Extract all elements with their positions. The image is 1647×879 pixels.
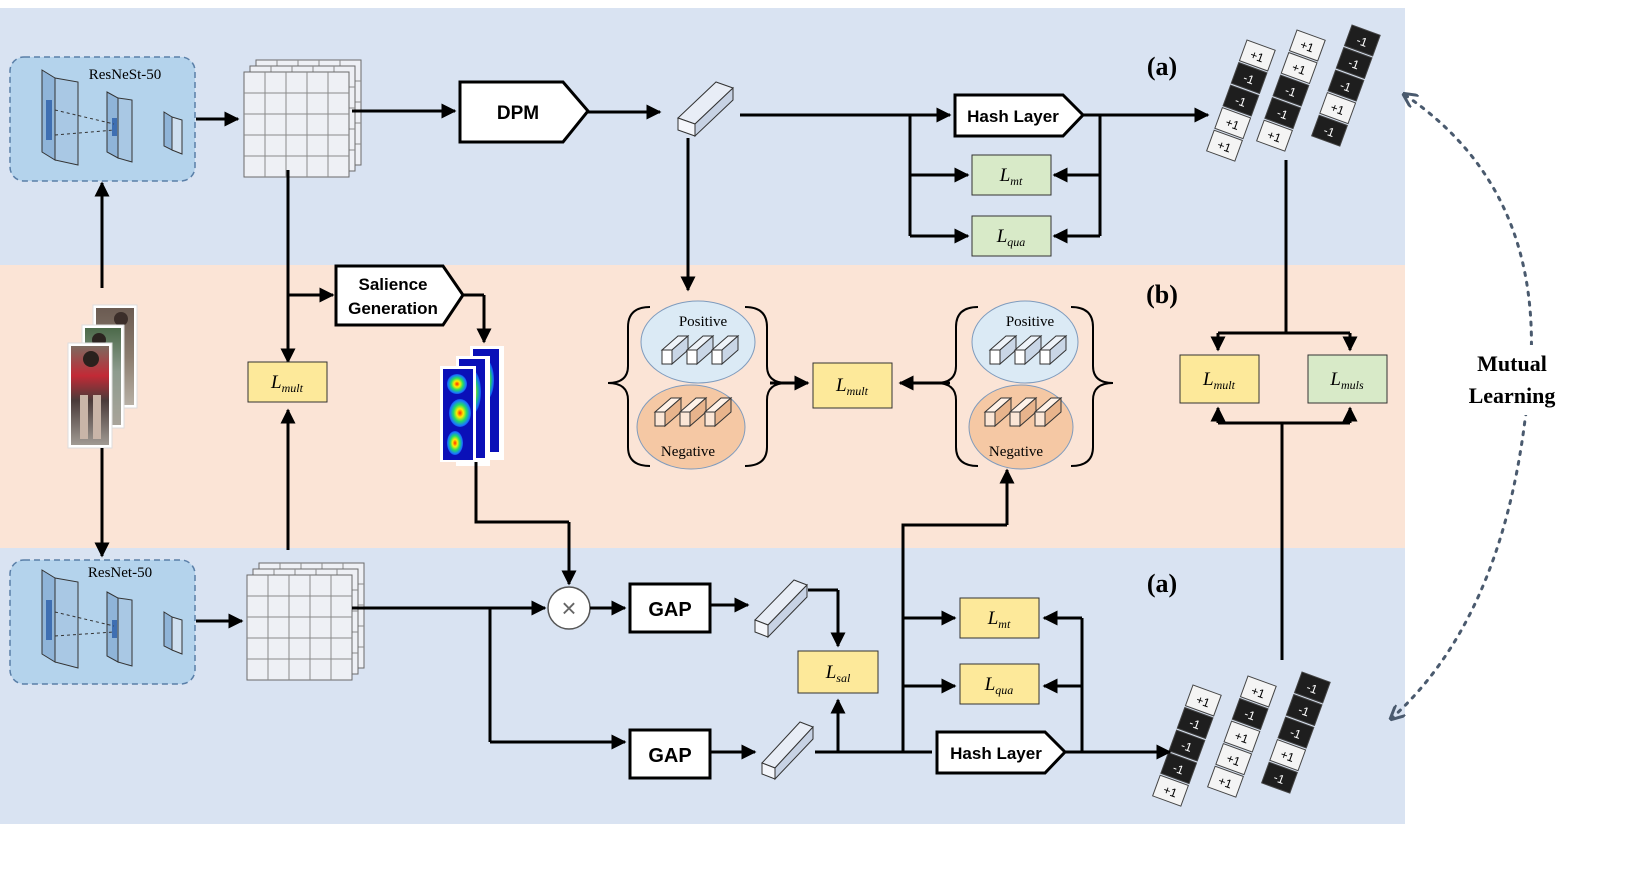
- svg-text:Lmult: Lmult: [835, 375, 869, 398]
- hash-bit: -1: [1288, 725, 1303, 742]
- backbone-bottom: ResNet-50: [9, 559, 196, 685]
- svg-text:Lmt: Lmt: [987, 608, 1011, 631]
- dpm-label: DPM: [497, 103, 539, 124]
- hash-bit: -1: [1346, 56, 1361, 73]
- loss-mt-bottom: Lmt: [959, 597, 1040, 639]
- hash-codes-bottom: +1 -1 -1 -1 +1 +1 -1 +1 +1 +1 -1 -1 -1 +1 -1: [1152, 671, 1331, 807]
- hash-bit: -1: [1283, 83, 1298, 100]
- hash-bit: -1: [1241, 71, 1256, 88]
- hash-bit: -1: [1179, 738, 1194, 755]
- svg-text:Lsal: Lsal: [825, 662, 851, 685]
- hash-bit: +1: [1215, 138, 1233, 156]
- gap-block-top: GAP: [628, 582, 712, 634]
- hash-layer-bottom: Hash Layer: [935, 730, 1068, 775]
- mutual-learning-line2: Learning: [1469, 383, 1556, 408]
- hash-bit: -1: [1233, 93, 1248, 110]
- svg-text:Lqua: Lqua: [996, 226, 1026, 249]
- hash-bit: +1: [1225, 751, 1243, 769]
- svg-text:GAP: GAP: [648, 599, 691, 621]
- loss-mult-left: Lmult: [247, 361, 328, 403]
- hash-bit: -1: [1275, 106, 1290, 123]
- svg-text:Lmult: Lmult: [270, 372, 304, 395]
- hash-bit: +1: [1161, 783, 1179, 801]
- feature-vector-gap1: [754, 579, 808, 639]
- hash-layer-top: Hash Layer: [953, 93, 1086, 138]
- feature-map-top: [243, 59, 362, 178]
- input-person-images: [67, 304, 138, 449]
- backbone-top: ResNeSt-50: [9, 56, 196, 182]
- hash-bit: +1: [1224, 115, 1242, 133]
- multiply-node: ×: [547, 586, 591, 630]
- svg-text:Hash Layer: Hash Layer: [950, 744, 1042, 763]
- triplet-group-left: Positive Negative: [607, 300, 788, 470]
- hash-bit: -1: [1171, 761, 1186, 778]
- positive-label-right: Positive: [1006, 314, 1055, 330]
- hash-bit: +1: [1248, 47, 1266, 65]
- hash-bit: +1: [1298, 37, 1316, 55]
- section-label-a-top: (a): [1147, 52, 1177, 81]
- dpm-block: DPM: [458, 80, 590, 144]
- hash-bit: -1: [1296, 703, 1311, 720]
- hash-code-column: +1 +1 -1 -1 +1: [1256, 29, 1326, 152]
- hash-bit: +1: [1194, 692, 1212, 710]
- hash-code-column: +1 -1 -1 +1 +1: [1206, 39, 1276, 162]
- hash-bit: +1: [1329, 100, 1347, 118]
- loss-mult-center: Lmult: [812, 362, 893, 409]
- hash-bit: -1: [1355, 33, 1370, 50]
- mutual-learning-line1: Mutual: [1477, 351, 1547, 376]
- salience-heatmaps: [440, 346, 504, 466]
- negative-label-left: Negative: [661, 444, 715, 460]
- hash-bit: -1: [1338, 78, 1353, 95]
- hash-bit: -1: [1272, 770, 1287, 787]
- loss-muls: Lmuls: [1307, 354, 1388, 404]
- svg-text:Lmuls: Lmuls: [1329, 369, 1364, 392]
- salience-label-line2: Generation: [348, 299, 438, 318]
- negative-label-right: Negative: [989, 444, 1043, 460]
- section-label-b: (b): [1146, 280, 1178, 309]
- backbone-top-label: ResNeSt-50: [89, 67, 162, 83]
- svg-text:GAP: GAP: [648, 745, 691, 767]
- positive-label-left: Positive: [679, 314, 728, 330]
- hash-bit: +1: [1249, 683, 1267, 701]
- salience-generation-block: Salience Generation: [334, 264, 465, 327]
- hash-bit: -1: [1242, 707, 1257, 724]
- loss-mult-right: Lmult: [1179, 354, 1260, 404]
- triplet-group-right: Positive Negative: [935, 300, 1114, 470]
- hash-bit: +1: [1290, 60, 1308, 78]
- hash-bit: +1: [1265, 128, 1283, 146]
- hash-bit: +1: [1279, 747, 1297, 765]
- hash-code-column: -1 -1 -1 +1 -1: [1261, 671, 1331, 794]
- section-label-a-bottom: (a): [1147, 569, 1177, 598]
- feature-map-bottom: [246, 562, 365, 681]
- hash-bit: +1: [1216, 774, 1234, 792]
- loss-mt-top: Lmt: [971, 154, 1052, 196]
- band-a-top: [0, 8, 1405, 265]
- loss-qua-bottom: Lqua: [959, 663, 1040, 705]
- hash-code-column: +1 -1 +1 +1 +1: [1207, 675, 1277, 798]
- svg-text:Lmt: Lmt: [999, 165, 1023, 188]
- loss-qua-top: Lqua: [971, 215, 1052, 257]
- hash-bit: -1: [1322, 123, 1337, 140]
- hash-bit: +1: [1233, 729, 1251, 747]
- backbone-bottom-label: ResNet-50: [88, 565, 152, 581]
- salience-label-line1: Salience: [359, 275, 428, 294]
- feature-vector-gap2: [761, 721, 814, 781]
- hash-code-column: +1 -1 -1 -1 +1: [1152, 684, 1222, 807]
- feature-vector-top: [677, 81, 734, 138]
- loss-sal: Lsal: [797, 650, 879, 694]
- svg-text:Lmult: Lmult: [1202, 369, 1236, 392]
- svg-text:×: ×: [561, 593, 576, 623]
- hash-layer-top-label: Hash Layer: [967, 107, 1059, 126]
- hash-bit: -1: [1187, 716, 1202, 733]
- svg-text:Lqua: Lqua: [984, 674, 1014, 697]
- hash-code-column: -1 -1 -1 +1 -1: [1311, 24, 1381, 147]
- gap-block-bottom: GAP: [628, 728, 712, 780]
- hash-codes-top: +1 -1 -1 +1 +1 +1 +1 -1 -1 +1 -1 -1 -1 +1 -1: [1206, 24, 1381, 162]
- hash-bit: -1: [1305, 680, 1320, 697]
